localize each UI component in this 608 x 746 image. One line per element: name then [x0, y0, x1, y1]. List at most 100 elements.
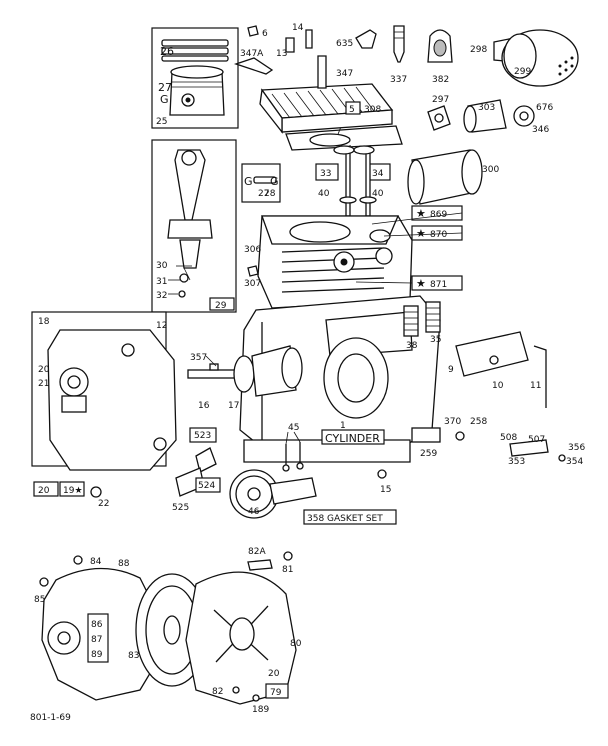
- rod-cap: [179, 239, 201, 269]
- governor-523: [195, 447, 217, 473]
- label-337: 337: [390, 75, 407, 85]
- label-299: 299: [514, 67, 531, 77]
- label-box-523: [189, 427, 217, 443]
- pin-307: [247, 265, 259, 277]
- label-308: 308: [364, 105, 381, 115]
- label-258: 258: [470, 417, 487, 427]
- label-259: 259: [420, 449, 437, 459]
- piston-ring-1: [161, 39, 229, 47]
- label-525: 525: [172, 503, 189, 513]
- label-189: 189: [252, 705, 269, 715]
- cylinder-block-group: [239, 215, 441, 463]
- label-676: 676: [536, 103, 553, 113]
- label-stack-box: [87, 613, 109, 663]
- bracket-259: [411, 427, 441, 443]
- gasket-297: [427, 105, 451, 131]
- rod-big-end: [167, 219, 213, 239]
- connecting-rod-group: [151, 139, 237, 313]
- washer-189: [252, 694, 260, 702]
- label-38: 38: [406, 341, 418, 351]
- elbow-635: [355, 29, 377, 49]
- label-871: 871: [430, 280, 447, 290]
- label-34: 34: [372, 169, 384, 179]
- label-356: 356: [568, 443, 585, 453]
- spring-6: [247, 25, 259, 37]
- crankshaft-journal: [187, 369, 241, 379]
- label-22: 22: [98, 499, 109, 509]
- label-84: 84: [90, 557, 102, 567]
- screw-14: [305, 29, 313, 49]
- label-32: 32: [156, 291, 167, 301]
- label-524: 524: [198, 481, 215, 491]
- label-box-524: [195, 477, 221, 493]
- label-17: 17: [228, 401, 239, 411]
- label-88: 88: [118, 559, 130, 569]
- label-347a: 347A: [240, 49, 264, 59]
- screw-84: [73, 555, 83, 565]
- screw-81: [283, 551, 293, 561]
- label-box-20: [33, 481, 59, 497]
- piston-ring-2: [161, 47, 229, 55]
- label-11: 11: [530, 381, 541, 391]
- bracket-347a: [233, 57, 274, 75]
- label-14: 14: [292, 23, 304, 33]
- bolt-22: [90, 486, 102, 498]
- piston-top: [170, 65, 224, 79]
- label-298: 298: [470, 45, 487, 55]
- camshaft-group: [229, 469, 397, 525]
- crankshaft-group: [187, 345, 303, 397]
- svg-text:★: ★: [416, 207, 426, 220]
- label-870: 870: [430, 230, 447, 240]
- leader-lines: [168, 212, 463, 445]
- part-number-labels: 6 14 347A 13 635 337 382 298 299 26 27 G…: [30, 23, 585, 723]
- label-cylinder: CYLINDER: [325, 432, 380, 445]
- label-303: 303: [478, 103, 495, 113]
- label-635: 635: [336, 39, 353, 49]
- governor-group: [175, 427, 387, 497]
- label-1: 1: [340, 421, 346, 431]
- tappet-38: [403, 305, 419, 337]
- spark-plug-337: [393, 25, 405, 63]
- screw-258: [455, 431, 465, 441]
- label-31: 31: [156, 277, 167, 287]
- tube-11: [533, 345, 547, 408]
- dowel-45a: [282, 464, 290, 472]
- gear-cover-18: [47, 329, 177, 471]
- piston-group: [151, 27, 239, 129]
- rod-lock-plate: [179, 273, 189, 283]
- valve-seat-40b: [359, 196, 377, 204]
- label-27: 27: [158, 81, 172, 94]
- valve-seat-40a: [339, 196, 357, 204]
- label-box-19: [59, 481, 85, 497]
- label-523: 523: [194, 431, 211, 441]
- label-86: 86: [91, 620, 103, 630]
- label-25: 25: [156, 117, 167, 127]
- label-79: 79: [270, 688, 282, 698]
- label-diagram-code: 801-1-69: [30, 713, 71, 723]
- label-20c: 20: [268, 669, 280, 679]
- starter-flywheel-group: [39, 551, 297, 705]
- label-box-79: [265, 683, 289, 699]
- cylinder-head-group: [259, 55, 403, 151]
- label-46: 46: [248, 507, 260, 517]
- label-box-29: [209, 297, 235, 311]
- label-81: 81: [282, 565, 293, 575]
- label-83: 83: [128, 651, 139, 661]
- bolt-347: [317, 55, 327, 89]
- label-307: 307: [244, 279, 261, 289]
- top-small-parts: [233, 25, 579, 87]
- label-30: 30: [156, 261, 168, 271]
- label-6: 6: [262, 29, 268, 39]
- label-13: 13: [276, 49, 287, 59]
- label-507: 507: [528, 435, 545, 445]
- label-19: 19★: [63, 486, 83, 496]
- label-82: 82: [212, 687, 223, 697]
- gasket-set-box: [303, 509, 397, 525]
- label-87: 87: [91, 635, 102, 645]
- label-353: 353: [508, 457, 525, 467]
- nut-354: [558, 454, 566, 462]
- screw-13: [285, 37, 295, 53]
- label-gasket-set: 358 GASKET SET: [307, 514, 383, 524]
- label-357: 357: [190, 353, 207, 363]
